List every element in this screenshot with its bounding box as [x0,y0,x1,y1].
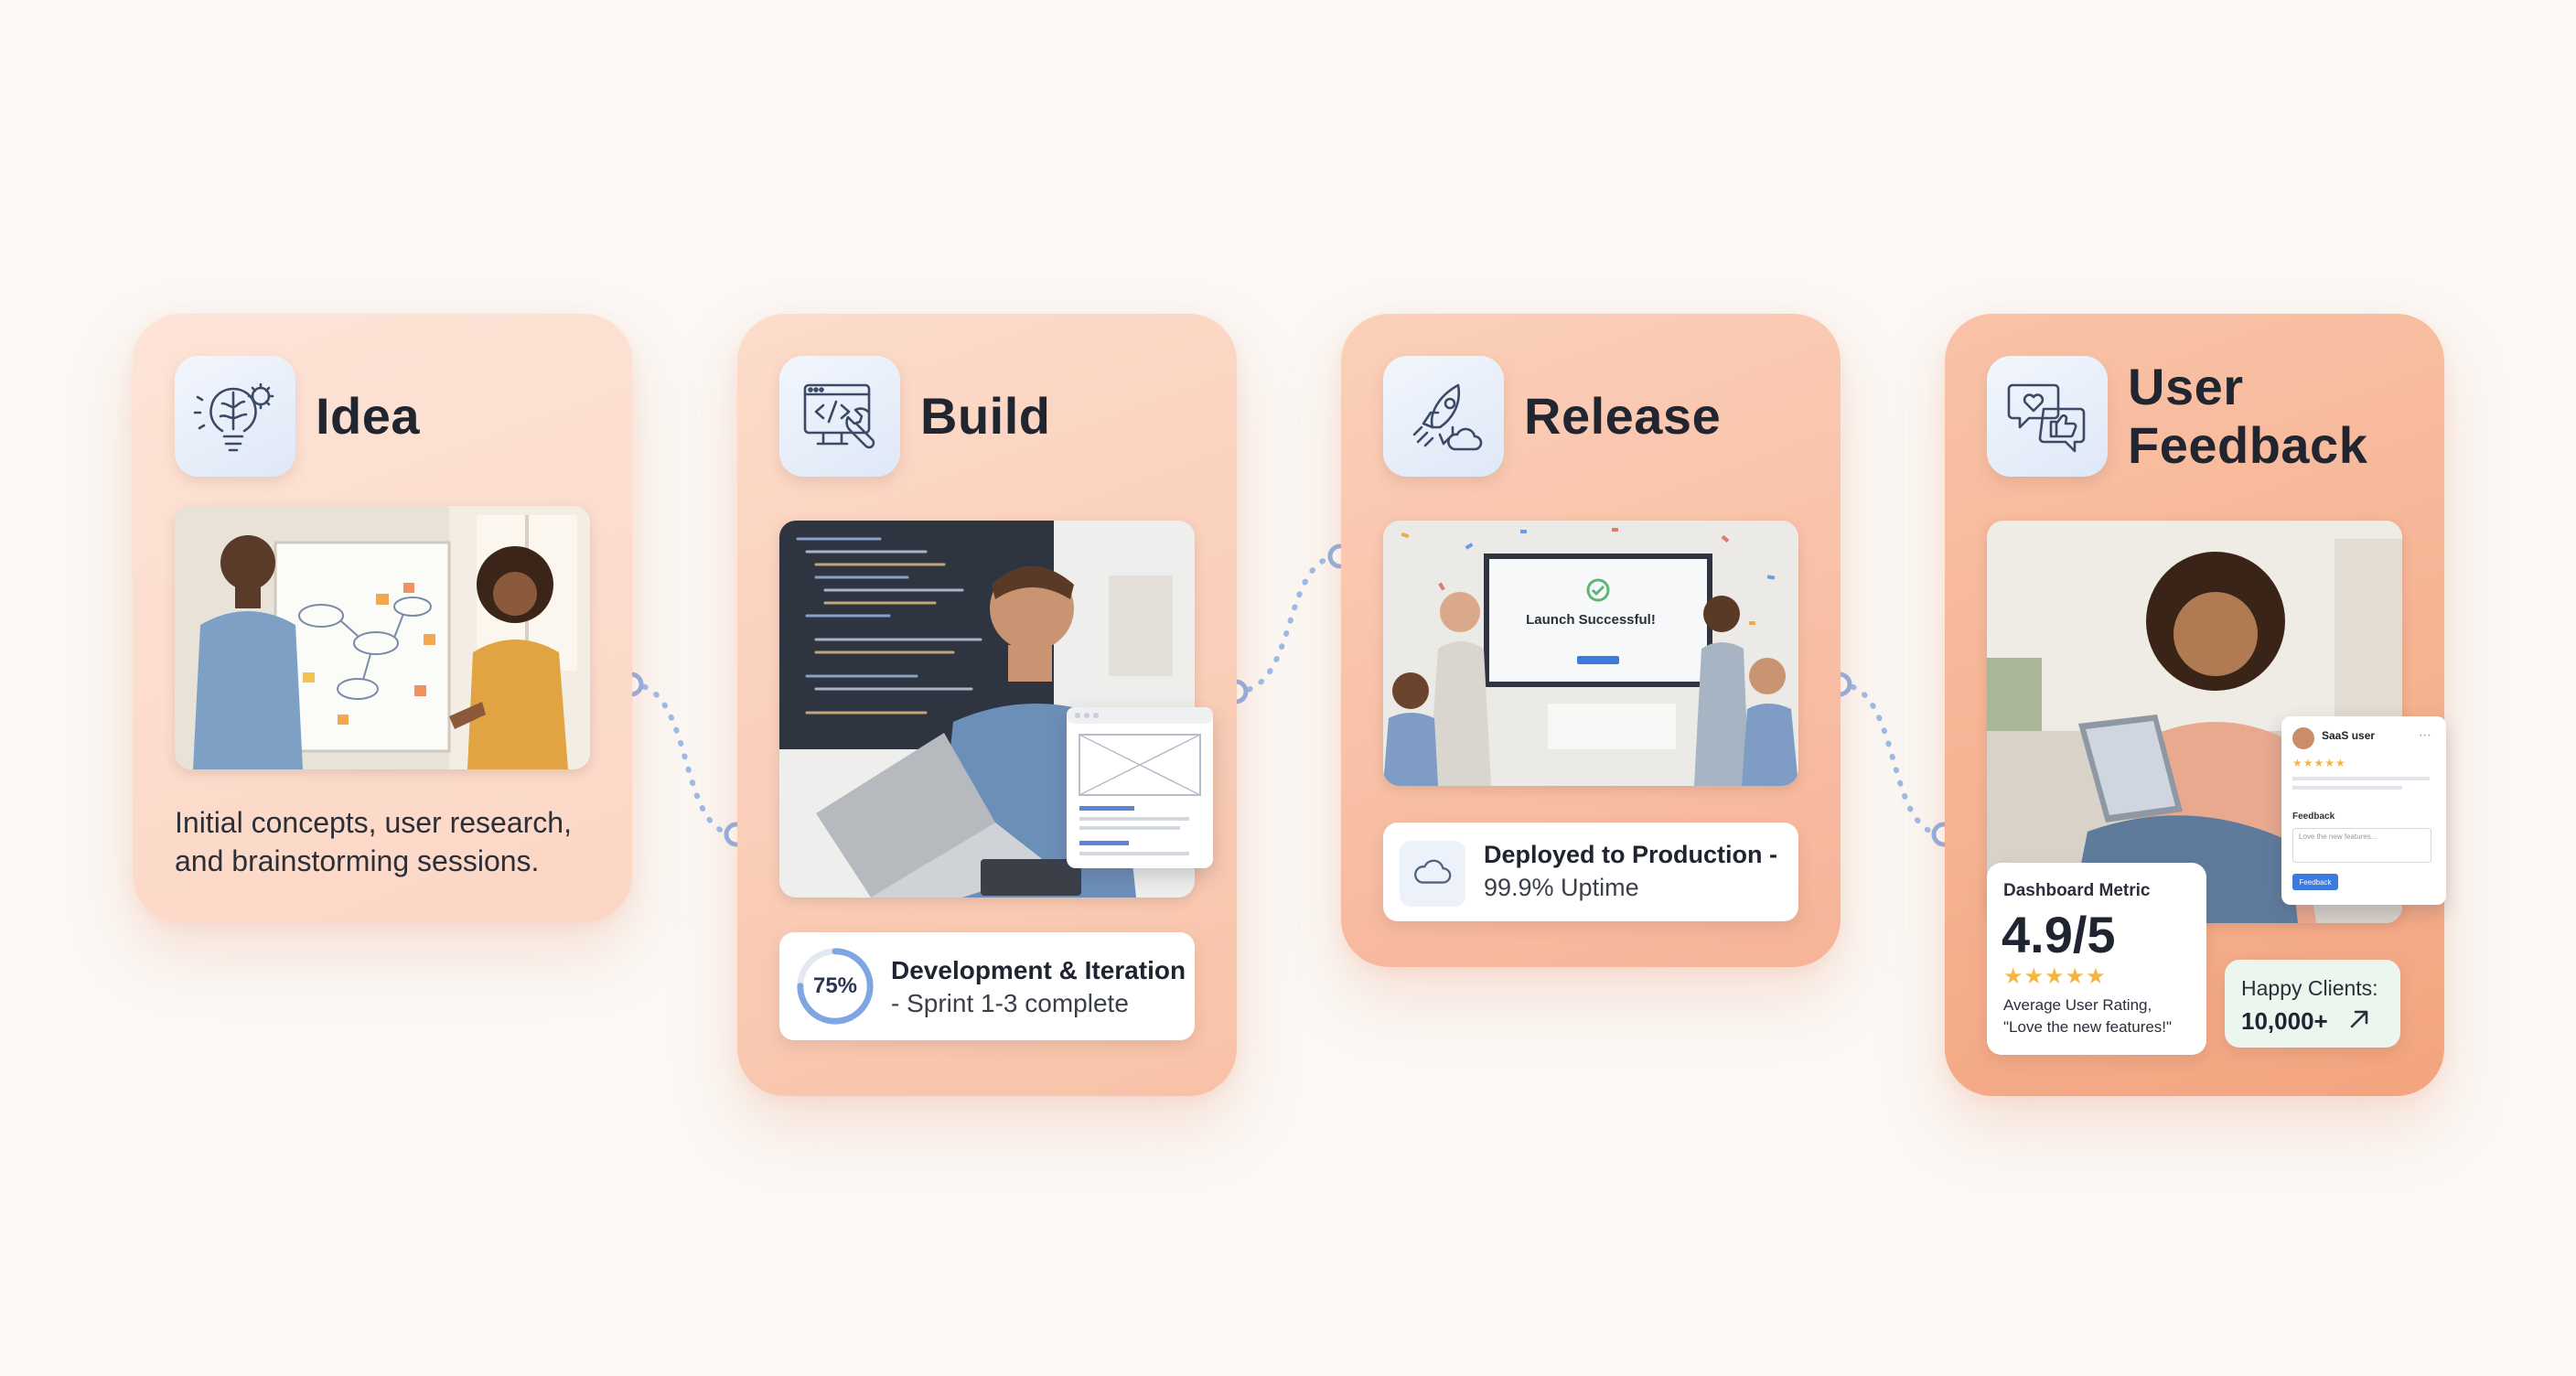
stage-title: User Feedback [2128,358,2368,474]
popup-star-rating: ★★★★★ [2292,757,2346,769]
metric-label: Dashboard Metric [2003,881,2151,900]
rocket-cloud-icon [1383,356,1504,477]
text-line [2292,777,2430,780]
text-line [2292,786,2402,790]
stage-card-idea: Idea [133,314,632,922]
clients-label: Happy Clients: [2241,976,2378,1000]
deployment-status-card: Deployed to Production - 99.9% Uptime [1383,822,1798,921]
happy-clients-card: Happy Clients: 10,000+ [2225,960,2400,1048]
star-rating: ★★★★★ [2003,964,2107,989]
stage-title: Idea [316,387,421,445]
progress-percent: 75% [812,973,858,998]
popup-field-label: Feedback [2292,812,2335,822]
popup-username: SaaS user [2322,729,2376,742]
submit-feedback-button[interactable]: Feedback [2292,874,2338,890]
metric-quote: "Love the new features!" [2003,1018,2173,1036]
metric-caption: Average User Rating, [2003,996,2152,1014]
progress-ring [797,948,874,1025]
brainstorming-photo [175,506,590,769]
status-title: Deployed to Production - [1484,841,1777,868]
more-options-icon[interactable]: ⋯ [2419,727,2431,742]
status-subtitle: - Sprint 1-3 complete [891,989,1129,1017]
clients-value: 10,000+ [2241,1007,2328,1035]
avatar [2292,727,2314,749]
stage-card-release: Release [1341,314,1841,967]
status-subtitle: 99.9% Uptime [1484,874,1639,901]
feedback-textarea[interactable]: Love the new features... [2292,828,2431,863]
launch-celebration-photo [1383,521,1798,786]
stage-title: Release [1524,387,1722,445]
chat-heart-thumbs-up-icon [1987,356,2108,477]
feedback-form-popup: SaaS user ⋯ ★★★★★ Feedback Love the new … [2281,716,2446,905]
arrow-up-right-icon [2350,1010,2368,1028]
stage-title: Build [920,387,1051,445]
stage-card-feedback: User Feedback SaaS user ⋯ ★★★★★ Feedback… [1945,314,2446,1096]
launch-screen-text: Launch Successful! [1526,612,1656,628]
cloud-icon [1400,841,1465,907]
status-title: Development & Iteration [891,956,1186,984]
monitor-code-wrench-icon [779,356,900,477]
metric-value: 4.9/5 [2002,906,2116,963]
stage-card-build: Build [737,314,1237,1096]
brain-lightbulb-icon [175,356,295,477]
stage-description: Initial concepts, user research, and bra… [175,806,572,877]
wireframe-window [1067,707,1213,868]
development-status-card: 75% Development & Iteration - Sprint 1-3… [779,932,1195,1040]
dashboard-metric-card: Dashboard Metric 4.9/5 ★★★★★ Average Use… [1987,863,2206,1055]
